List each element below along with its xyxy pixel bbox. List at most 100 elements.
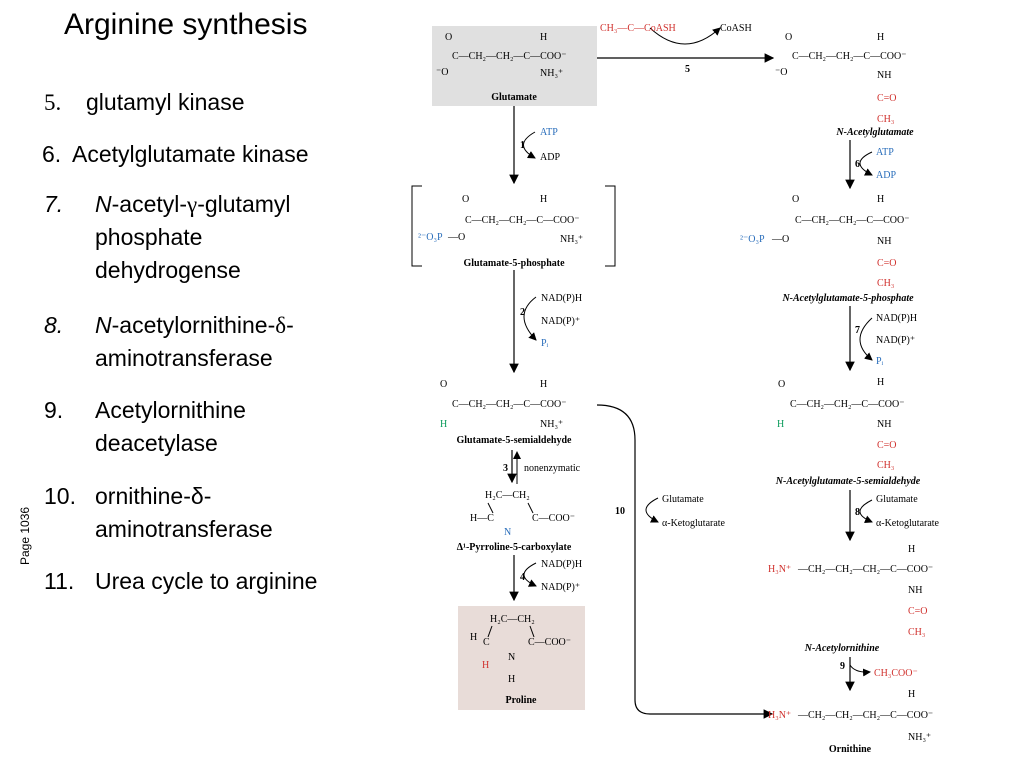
cofactor-nadph-7: NAD(P)H	[876, 313, 917, 324]
svg-text:H: H	[540, 194, 547, 205]
svg-text:H: H	[908, 689, 915, 700]
compound-pyrroline-5-carboxylate: Δ¹-Pyrroline-5-carboxylate	[457, 542, 572, 553]
cofactor-atp-6: ATP	[876, 147, 894, 158]
ornithine-structure: H H₃N⁺ —CH₂—CH₂—CH₂—C—COO⁻ NH₃⁺	[768, 689, 933, 743]
svg-text:C—CH₂—CH₂—C—COO⁻: C—CH₂—CH₂—C—COO⁻	[452, 399, 567, 410]
svg-text:NH: NH	[908, 585, 922, 596]
step-number-10: 10	[615, 506, 625, 517]
glutamate-box	[432, 26, 597, 106]
list-text-line: Urea cycle to arginine	[95, 568, 318, 594]
cofactor-glutamate-8: Glutamate	[876, 494, 918, 505]
svg-text:H₂C—CH₂: H₂C—CH₂	[485, 490, 530, 501]
step-number-8: 8	[855, 507, 860, 518]
svg-text:CH₃: CH₃	[908, 627, 925, 638]
list-number: 11.	[44, 568, 75, 594]
list-number: 7.	[44, 191, 64, 217]
compound-ornithine: Ornithine	[829, 744, 872, 755]
svg-text:—O: —O	[447, 232, 465, 243]
list-text: glutamyl kinase	[86, 89, 245, 115]
svg-text:NH₃⁺: NH₃⁺	[560, 234, 583, 245]
curved-arrow-step-7	[859, 317, 873, 361]
curved-arrow-step-1	[523, 131, 536, 159]
step-number-2: 2	[520, 307, 525, 318]
svg-text:H: H	[470, 632, 477, 643]
svg-text:H₃N⁺: H₃N⁺	[768, 710, 791, 721]
cofactor-pi-2: Pᵢ	[541, 338, 549, 349]
list-text-line: dehydrogense	[95, 257, 241, 283]
compound-n-acetylornithine: N-Acetylornithine	[804, 643, 880, 654]
svg-text:H: H	[440, 419, 447, 430]
cofactor-nadph-2: NAD(P)H	[541, 293, 582, 304]
list-text-line: ornithine-δ-	[95, 483, 212, 509]
svg-text:H: H	[540, 32, 547, 43]
svg-text:C=O: C=O	[908, 606, 928, 617]
svg-text:O: O	[778, 379, 785, 390]
compound-glutamate: Glutamate	[491, 92, 537, 103]
svg-text:C—CH₂—CH₂—C—COO⁻: C—CH₂—CH₂—C—COO⁻	[792, 51, 907, 62]
svg-text:⁻O: ⁻O	[436, 67, 449, 78]
svg-text:NH₃⁺: NH₃⁺	[908, 732, 931, 743]
svg-text:O: O	[440, 379, 447, 390]
svg-text:H: H	[877, 32, 884, 43]
compound-glutamate-5-phosphate: Glutamate-5-phosphate	[463, 258, 565, 269]
svg-text:CH₃: CH₃	[877, 278, 894, 289]
svg-text:NH: NH	[877, 419, 891, 430]
curved-arrow-step-2	[523, 296, 537, 341]
svg-text:H: H	[508, 674, 515, 685]
bracket-right	[605, 185, 616, 267]
compound-glutamate-5-semialdehyde: Glutamate-5-semialdehyde	[457, 435, 573, 446]
svg-text:H—C: H—C	[470, 513, 494, 524]
cofactor-nadp-2: NAD(P)⁺	[541, 316, 580, 327]
svg-text:C—CH₂—CH₂—C—COO⁻: C—CH₂—CH₂—C—COO⁻	[795, 215, 910, 226]
list-text-line: N-acetyl-γ-glutamyl	[95, 191, 291, 217]
cofactor-akg-10: α-Ketoglutarate	[662, 518, 726, 529]
svg-text:NH: NH	[877, 236, 891, 247]
page-note: Page 1036	[18, 506, 32, 565]
svg-text:O: O	[462, 194, 469, 205]
curved-arrow-step-5	[649, 27, 721, 45]
list-text-line: N-acetylornithine-δ-	[95, 312, 294, 338]
curved-arrow-step-10	[645, 497, 659, 523]
svg-text:—CH₂—CH₂—CH₂—C—COO⁻: —CH₂—CH₂—CH₂—C—COO⁻	[797, 710, 933, 721]
cofactor-acetate: CH₃COO⁻	[874, 668, 918, 679]
svg-text:NH: NH	[877, 70, 891, 81]
step-number-7: 7	[855, 325, 860, 336]
svg-text:C—COO⁻: C—COO⁻	[528, 637, 571, 648]
compound-n-acetylglutamate-5-phosphate: N-Acetylglutamate-5-phosphate	[781, 293, 914, 304]
svg-text:O: O	[785, 32, 792, 43]
svg-text:O: O	[792, 194, 799, 205]
svg-text:C—CH₂—CH₂—C—COO⁻: C—CH₂—CH₂—C—COO⁻	[465, 215, 580, 226]
step-number-5: 5	[685, 64, 690, 75]
svg-text:²⁻O₃P: ²⁻O₃P	[418, 232, 443, 243]
label-nonenzymatic: nonenzymatic	[524, 463, 581, 474]
svg-text:H: H	[908, 544, 915, 555]
svg-text:C: C	[483, 637, 490, 648]
svg-text:H: H	[877, 194, 884, 205]
list-number: 10.	[44, 483, 76, 509]
svg-text:—CH₂—CH₂—CH₂—C—COO⁻: —CH₂—CH₂—CH₂—C—COO⁻	[797, 564, 933, 575]
bracket-left	[411, 185, 422, 267]
svg-text:C=O: C=O	[877, 93, 897, 104]
svg-text:C=O: C=O	[877, 258, 897, 269]
svg-text:NH₃⁺: NH₃⁺	[540, 68, 563, 79]
svg-text:—O: —O	[771, 234, 789, 245]
list-number: 8.	[44, 312, 64, 338]
svg-text:⁻O: ⁻O	[775, 67, 788, 78]
step-number-6: 6	[855, 159, 860, 170]
cofactor-akg-8: α-Ketoglutarate	[876, 518, 940, 529]
list-text-line: aminotransferase	[95, 345, 273, 371]
list-text-line: aminotransferase	[95, 516, 273, 542]
step-number-1: 1	[520, 140, 525, 151]
curved-arrow-step-9	[849, 664, 871, 677]
svg-text:N: N	[504, 527, 511, 538]
svg-text:H₂C—CH₂: H₂C—CH₂	[490, 614, 535, 625]
cofactor-coash: CoASH	[720, 23, 752, 34]
